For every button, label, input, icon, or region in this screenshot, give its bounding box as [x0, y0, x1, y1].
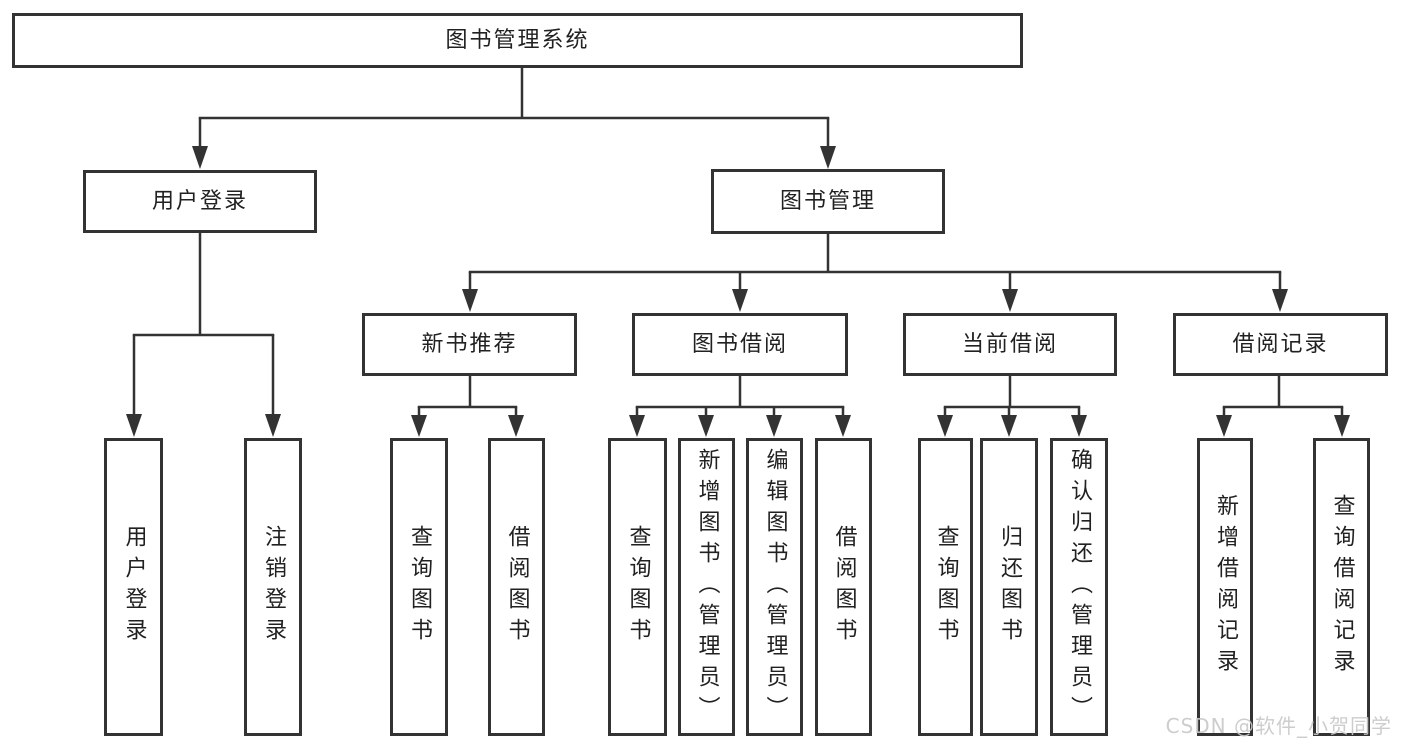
leaf-confirm-return-admin: 确认归还（管理员）: [1050, 438, 1108, 736]
csdn-watermark: CSDN @软件_小贺同学: [1165, 714, 1392, 738]
node-user-login: 用户登录: [83, 170, 317, 233]
leaf-query-books-borrow: 查询图书: [608, 438, 667, 736]
leaf-query-borrow-record: 查询借阅记录: [1313, 438, 1370, 736]
leaf-user-login: 用户登录: [104, 438, 163, 736]
leaf-add-books-admin: 新增图书（管理员）: [678, 438, 735, 736]
connector-new-book-children: [411, 376, 524, 437]
node-current-borrow: 当前借阅: [903, 313, 1117, 376]
leaf-query-books-recommend: 查询图书: [390, 438, 448, 736]
leaf-borrow-books-recommend: 借阅图书: [488, 438, 545, 736]
leaf-return-books: 归还图书: [980, 438, 1038, 736]
node-book-management: 图书管理: [711, 169, 945, 234]
connector-current-borrow-children: [937, 376, 1087, 437]
node-borrow-records: 借阅记录: [1173, 313, 1388, 376]
connector-book-borrow-children: [629, 376, 851, 437]
connector-book-management-children: [462, 234, 1288, 312]
leaf-query-books-current: 查询图书: [918, 438, 973, 736]
connector-borrow-records-children: [1216, 376, 1350, 437]
leaf-edit-books-admin: 编辑图书（管理员）: [746, 438, 803, 736]
node-root-library-system: 图书管理系统: [12, 13, 1023, 68]
leaf-logout: 注销登录: [244, 438, 302, 736]
node-book-borrow: 图书借阅: [632, 313, 848, 376]
node-new-book-recommend: 新书推荐: [362, 313, 577, 376]
leaf-borrow-books: 借阅图书: [815, 438, 872, 736]
connector-user-login-children: [126, 233, 281, 437]
connector-root-to-level2: [192, 68, 836, 169]
leaf-add-borrow-record: 新增借阅记录: [1197, 438, 1253, 736]
